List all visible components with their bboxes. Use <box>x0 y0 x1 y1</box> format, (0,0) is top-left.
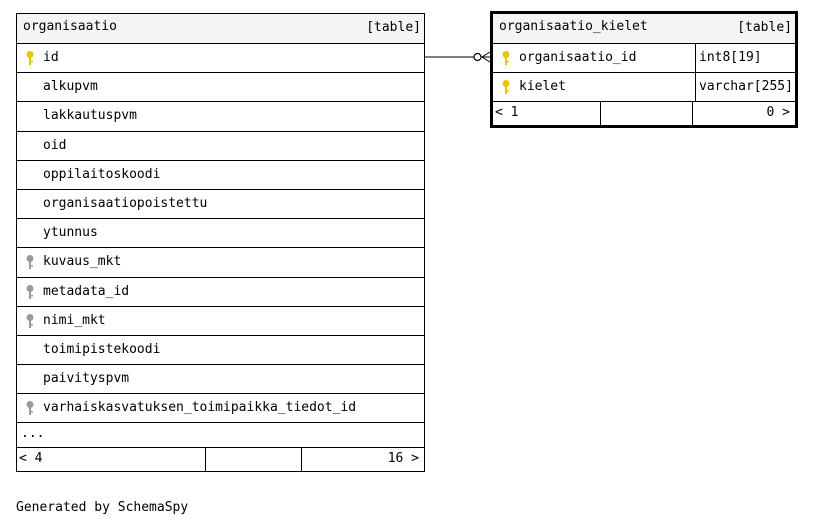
column-row[interactable]: toimipistekoodi <box>17 336 424 366</box>
column-row[interactable]: id <box>17 44 424 74</box>
column-name: kuvaus_mkt <box>43 254 122 270</box>
column-name: alkupvm <box>43 79 98 95</box>
column-name: organisaatiopoistettu <box>43 195 208 211</box>
column-row[interactable]: paivityspvm <box>17 365 424 395</box>
column-name: lakkautuspvm <box>43 108 137 124</box>
foreign-key-icon <box>25 284 35 300</box>
table-organisaatio[interactable]: organisaatio [table] id alkupvm lakkautusp… <box>16 13 425 473</box>
column-name: oid <box>43 137 67 153</box>
column-name: organisaatio_id <box>519 50 637 65</box>
table-name: organisaatio_kielet <box>499 19 648 34</box>
table-kind: [table] <box>737 20 792 35</box>
column-row[interactable]: varhaiskasvatuksen_toimipaikka_tiedot_id <box>17 394 424 424</box>
column-row[interactable]: metadata_id <box>17 278 424 307</box>
table-name: organisaatio <box>23 19 117 34</box>
column-name: varhaiskasvatuksen_toimipaikka_tiedot_id <box>43 400 357 416</box>
column-row[interactable]: organisaatiopoistettu <box>17 190 424 220</box>
table-header: organisaatio [table] <box>17 14 424 44</box>
table-organisaatio-kielet[interactable]: organisaatio_kielet [table] organisaatio… <box>490 11 798 129</box>
primary-key-icon <box>25 50 35 66</box>
column-row[interactable]: ytunnus <box>17 219 424 249</box>
more-columns: ... <box>17 423 424 449</box>
parents-count[interactable]: < 4 <box>19 451 43 467</box>
column-row[interactable]: alkupvm <box>17 73 424 103</box>
column-name: oppilaitoskoodi <box>43 166 161 182</box>
column-name: metadata_id <box>43 283 130 299</box>
column-row[interactable]: organisaatio_id int8[19] <box>493 44 795 74</box>
column-row[interactable]: oppilaitoskoodi <box>17 161 424 190</box>
table-footer: < 1 0 > <box>493 102 795 126</box>
column-name: kielet <box>519 79 566 95</box>
column-row[interactable]: nimi_mkt <box>17 307 424 336</box>
children-count[interactable]: 0 > <box>766 105 790 121</box>
column-row[interactable]: lakkautuspvm <box>17 102 424 132</box>
column-name: ytunnus <box>43 225 98 241</box>
table-header: organisaatio_kielet [table] <box>493 14 795 44</box>
table-footer: < 4 16 > <box>17 448 424 472</box>
column-row[interactable]: kuvaus_mkt <box>17 248 424 278</box>
primary-key-icon <box>501 50 511 66</box>
column-row[interactable]: kielet varchar[255] <box>493 73 795 103</box>
column-name: paivityspvm <box>43 371 130 387</box>
column-name: id <box>43 50 59 65</box>
children-count[interactable]: 16 > <box>387 451 419 467</box>
column-name: toimipistekoodi <box>43 341 161 357</box>
column-row[interactable]: oid <box>17 132 424 161</box>
more-columns-label: ... <box>21 426 45 442</box>
foreign-key-icon <box>25 313 35 329</box>
column-type: varchar[255] <box>695 73 793 102</box>
foreign-key-icon <box>25 400 35 416</box>
column-name: nimi_mkt <box>43 312 106 328</box>
caption: Generated by SchemaSpy <box>16 500 189 515</box>
table-kind: [table] <box>366 20 421 35</box>
column-type: int8[19] <box>695 44 762 73</box>
parents-count[interactable]: < 1 <box>495 105 519 121</box>
primary-key-icon <box>501 79 511 95</box>
foreign-key-icon <box>25 254 35 270</box>
